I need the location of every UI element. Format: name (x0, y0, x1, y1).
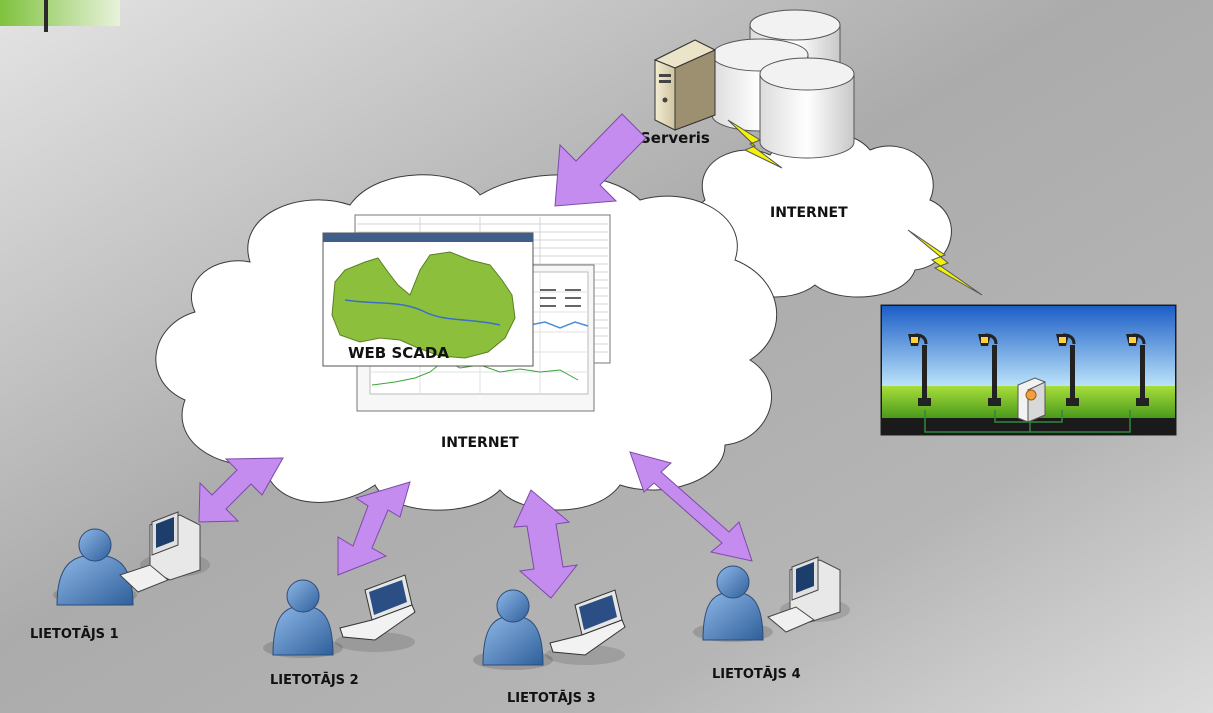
internet-label-small: INTERNET (770, 205, 848, 221)
user2-cloud-arrow (337, 481, 411, 576)
laptop-icon (545, 589, 626, 665)
database-storage-icon (711, 9, 855, 159)
user4-cloud-arrow (629, 451, 753, 562)
web-scada-label: WEB SCADA (348, 344, 449, 362)
lightning-bolt-icon (727, 119, 783, 169)
internet-label-main: INTERNET (441, 435, 519, 451)
street-lamp-icon (978, 333, 1001, 406)
street-lamp-icon (908, 333, 931, 406)
desktop-computer-icon (767, 556, 850, 633)
street-lamp-icon (1126, 333, 1149, 406)
user-label: LIETOTĀJS 1 (30, 627, 119, 642)
user1-cloud-arrow (198, 457, 284, 523)
laptop-icon (335, 574, 416, 652)
server-tower-icon (653, 39, 717, 131)
server-label: Serveris (640, 129, 710, 147)
user-icon (53, 528, 137, 606)
street-lamp-icon (1056, 333, 1079, 406)
server-to-cloud-arrow (554, 113, 647, 207)
user-label: LIETOTĀJS 4 (712, 667, 801, 682)
control-cabinet-icon (1017, 377, 1046, 423)
user-label: LIETOTĀJS 2 (270, 673, 359, 688)
user-icon (693, 565, 773, 642)
slide-corner-accent (0, 0, 120, 32)
user3-cloud-arrow (513, 489, 579, 599)
desktop-computer-icon (119, 511, 210, 593)
user-label: LIETOTĀJS 3 (507, 691, 596, 706)
user-icon (263, 579, 343, 658)
lightning-bolt-icon (907, 229, 983, 296)
map-screen (322, 232, 534, 367)
user-icon (473, 589, 553, 670)
